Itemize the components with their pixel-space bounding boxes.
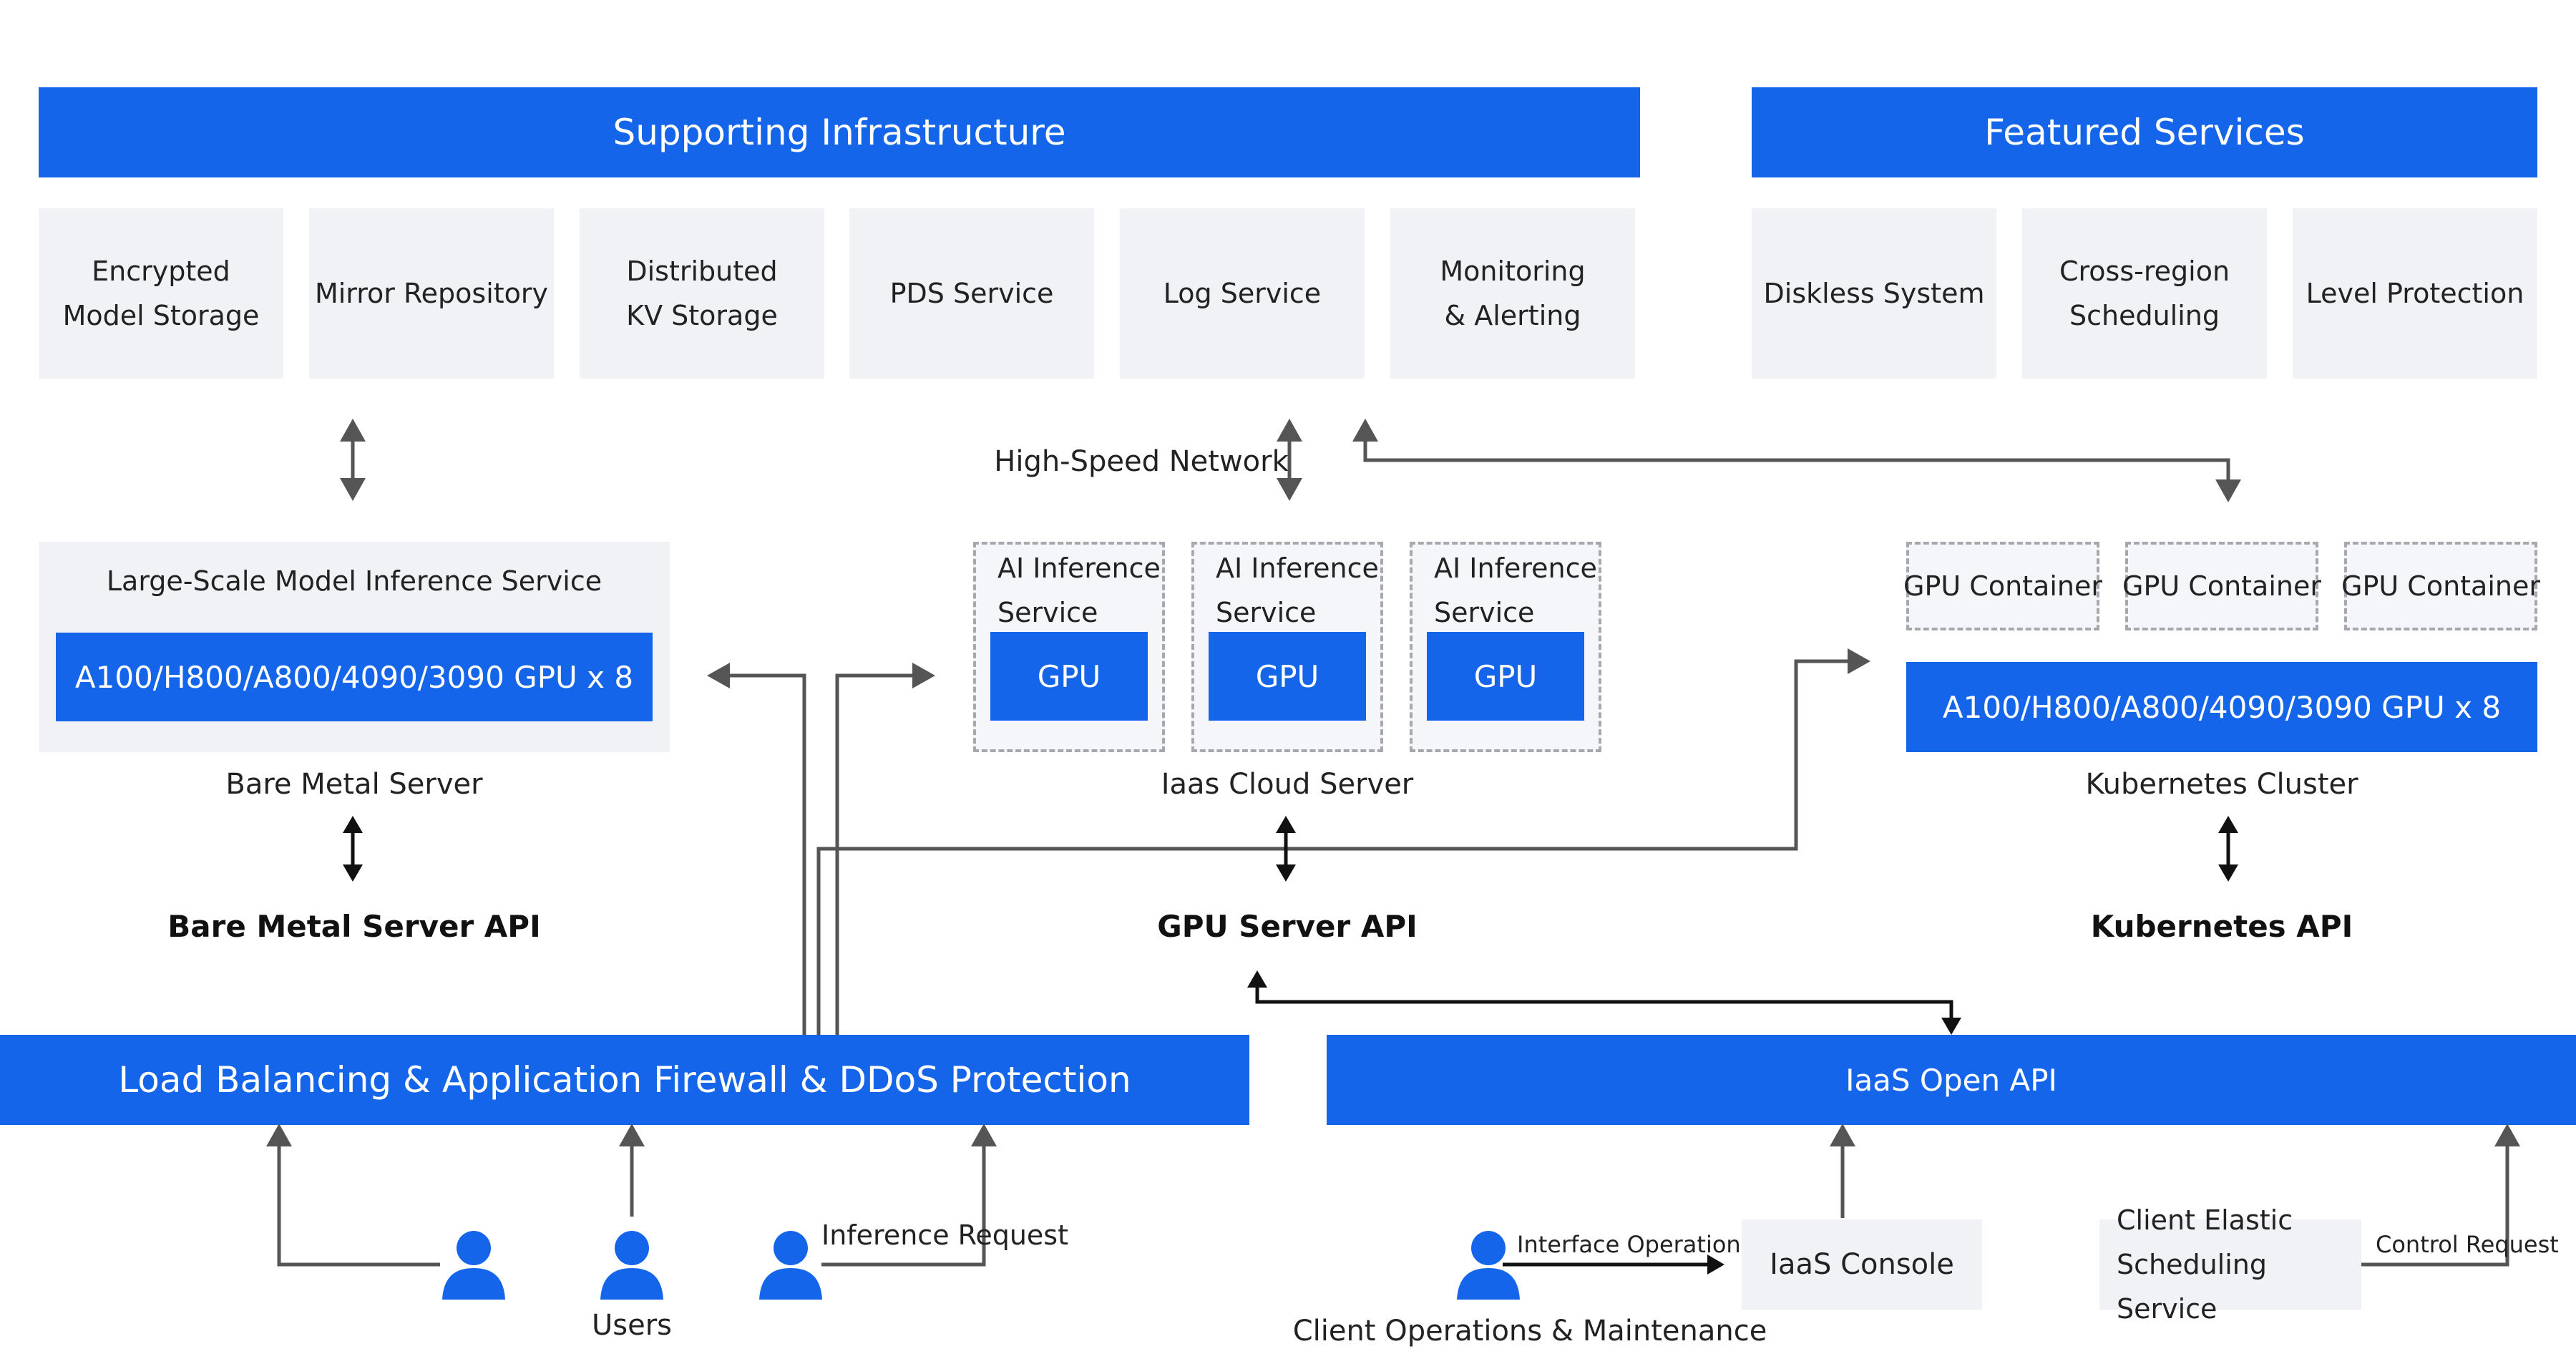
iaas-cloud-server-label: Iaas Cloud Server xyxy=(1161,768,1414,801)
user-icon xyxy=(759,1231,822,1300)
diskless-system-box: Diskless System xyxy=(1752,208,1996,379)
kubernetes-gpu-box: A100/H800/A800/4090/3090 GPU x 8 xyxy=(1906,662,2537,752)
gpu-container-box: GPU Container xyxy=(2122,542,2321,630)
lb-to-iaas-cloud-line xyxy=(835,673,919,1035)
arrowheads xyxy=(971,1124,997,1146)
cross-region-scheduling-box: Cross-region Scheduling xyxy=(2022,208,2267,379)
ai-inference-service-box: AI Inference Service GPU xyxy=(1191,542,1383,752)
inference-request-label: Inference Request xyxy=(821,1219,1069,1251)
gpu-box: GPU xyxy=(990,632,1148,721)
arrowheads xyxy=(2494,1124,2520,1146)
bare-metal-server-box: Large-Scale Model Inference Service A100… xyxy=(39,542,670,752)
level-protection-box: Level Protection xyxy=(2293,208,2537,379)
arrowheads xyxy=(1276,816,1296,882)
bare-metal-server-label: Bare Metal Server xyxy=(225,768,483,801)
arrowheads xyxy=(619,1124,645,1146)
arrowheads xyxy=(1830,1124,1855,1146)
gpu-box: GPU xyxy=(1209,632,1366,721)
client-operations-maintenance-label: Client Operations & Maintenance xyxy=(1292,1315,1767,1348)
arrowheads xyxy=(2218,816,2238,882)
user-icon xyxy=(442,1231,505,1300)
gpu-container-box: GPU Container xyxy=(2341,542,2540,630)
user-arrow-3 xyxy=(821,1141,986,1267)
control-request-label: Control Request xyxy=(2376,1231,2559,1258)
lb-to-bare-metal-line xyxy=(723,673,806,1035)
users-label: Users xyxy=(591,1309,672,1342)
iaas-console-box: IaaS Console xyxy=(1742,1219,1982,1310)
ai-inference-service-box: AI Inference Service GPU xyxy=(1410,542,1601,752)
open-api-to-gpu-api-line xyxy=(1255,988,1953,1020)
user-icon xyxy=(1457,1231,1520,1300)
gpu-server-api: GPU Server API xyxy=(1157,908,1418,944)
lb-to-kubernetes-line xyxy=(816,659,1853,1035)
user-icon xyxy=(600,1231,663,1300)
arrowheads xyxy=(266,1124,292,1146)
elastic-to-open-api-line xyxy=(2361,1141,2509,1267)
gpu-box: GPU xyxy=(1427,632,1584,721)
kubernetes-cluster-label: Kubernetes Cluster xyxy=(2085,768,2358,801)
arrowheads xyxy=(340,419,366,501)
arrowheads xyxy=(1707,1255,1724,1275)
mirror-repository-box: Mirror Repository xyxy=(309,208,554,379)
arrowheads xyxy=(1848,648,1870,674)
bare-metal-gpu-box: A100/H800/A800/4090/3090 GPU x 8 xyxy=(56,633,653,721)
client-elastic-scheduling-box: Client Elastic Scheduling Service xyxy=(2099,1204,2361,1325)
high-speed-network-label: High-Speed Network xyxy=(994,445,1289,478)
kubernetes-api: Kubernetes API xyxy=(2090,908,2353,944)
arrowheads xyxy=(912,663,935,688)
featured-services-header: Featured Services xyxy=(1752,87,2537,177)
ai-inference-service-label: AI Inference Service xyxy=(1216,552,1379,628)
bare-metal-server-api: Bare Metal Server API xyxy=(167,908,541,944)
arrowheads xyxy=(343,816,363,882)
interface-operation-label: Interface Operation xyxy=(1517,1231,1741,1258)
ai-inference-service-label: AI Inference Service xyxy=(1434,552,1597,628)
monitoring-to-k8s-line xyxy=(1363,440,2230,487)
supporting-infrastructure-header: Supporting Infrastructure xyxy=(39,87,1640,177)
ai-inference-service-label: AI Inference Service xyxy=(997,552,1161,628)
arrowheads xyxy=(707,663,730,688)
arrowheads xyxy=(1277,419,1302,501)
monitoring-alerting-box: Monitoring & Alerting xyxy=(1390,208,1635,379)
load-balancing-firewall-ddos-bar: Load Balancing & Application Firewall & … xyxy=(0,1035,1249,1125)
distributed-kv-storage-box: Distributed KV Storage xyxy=(580,208,824,379)
large-scale-model-inference-service-label: Large-Scale Model Inference Service xyxy=(106,565,602,597)
encrypted-model-storage-box: Encrypted Model Storage xyxy=(39,208,283,379)
pds-service-box: PDS Service xyxy=(849,208,1094,379)
iaas-open-api-bar: IaaS Open API xyxy=(1327,1035,2576,1125)
log-service-box: Log Service xyxy=(1120,208,1365,379)
user-arrow-1 xyxy=(277,1141,440,1267)
gpu-container-box: GPU Container xyxy=(1903,542,2102,630)
ai-inference-service-box: AI Inference Service GPU xyxy=(973,542,1165,752)
